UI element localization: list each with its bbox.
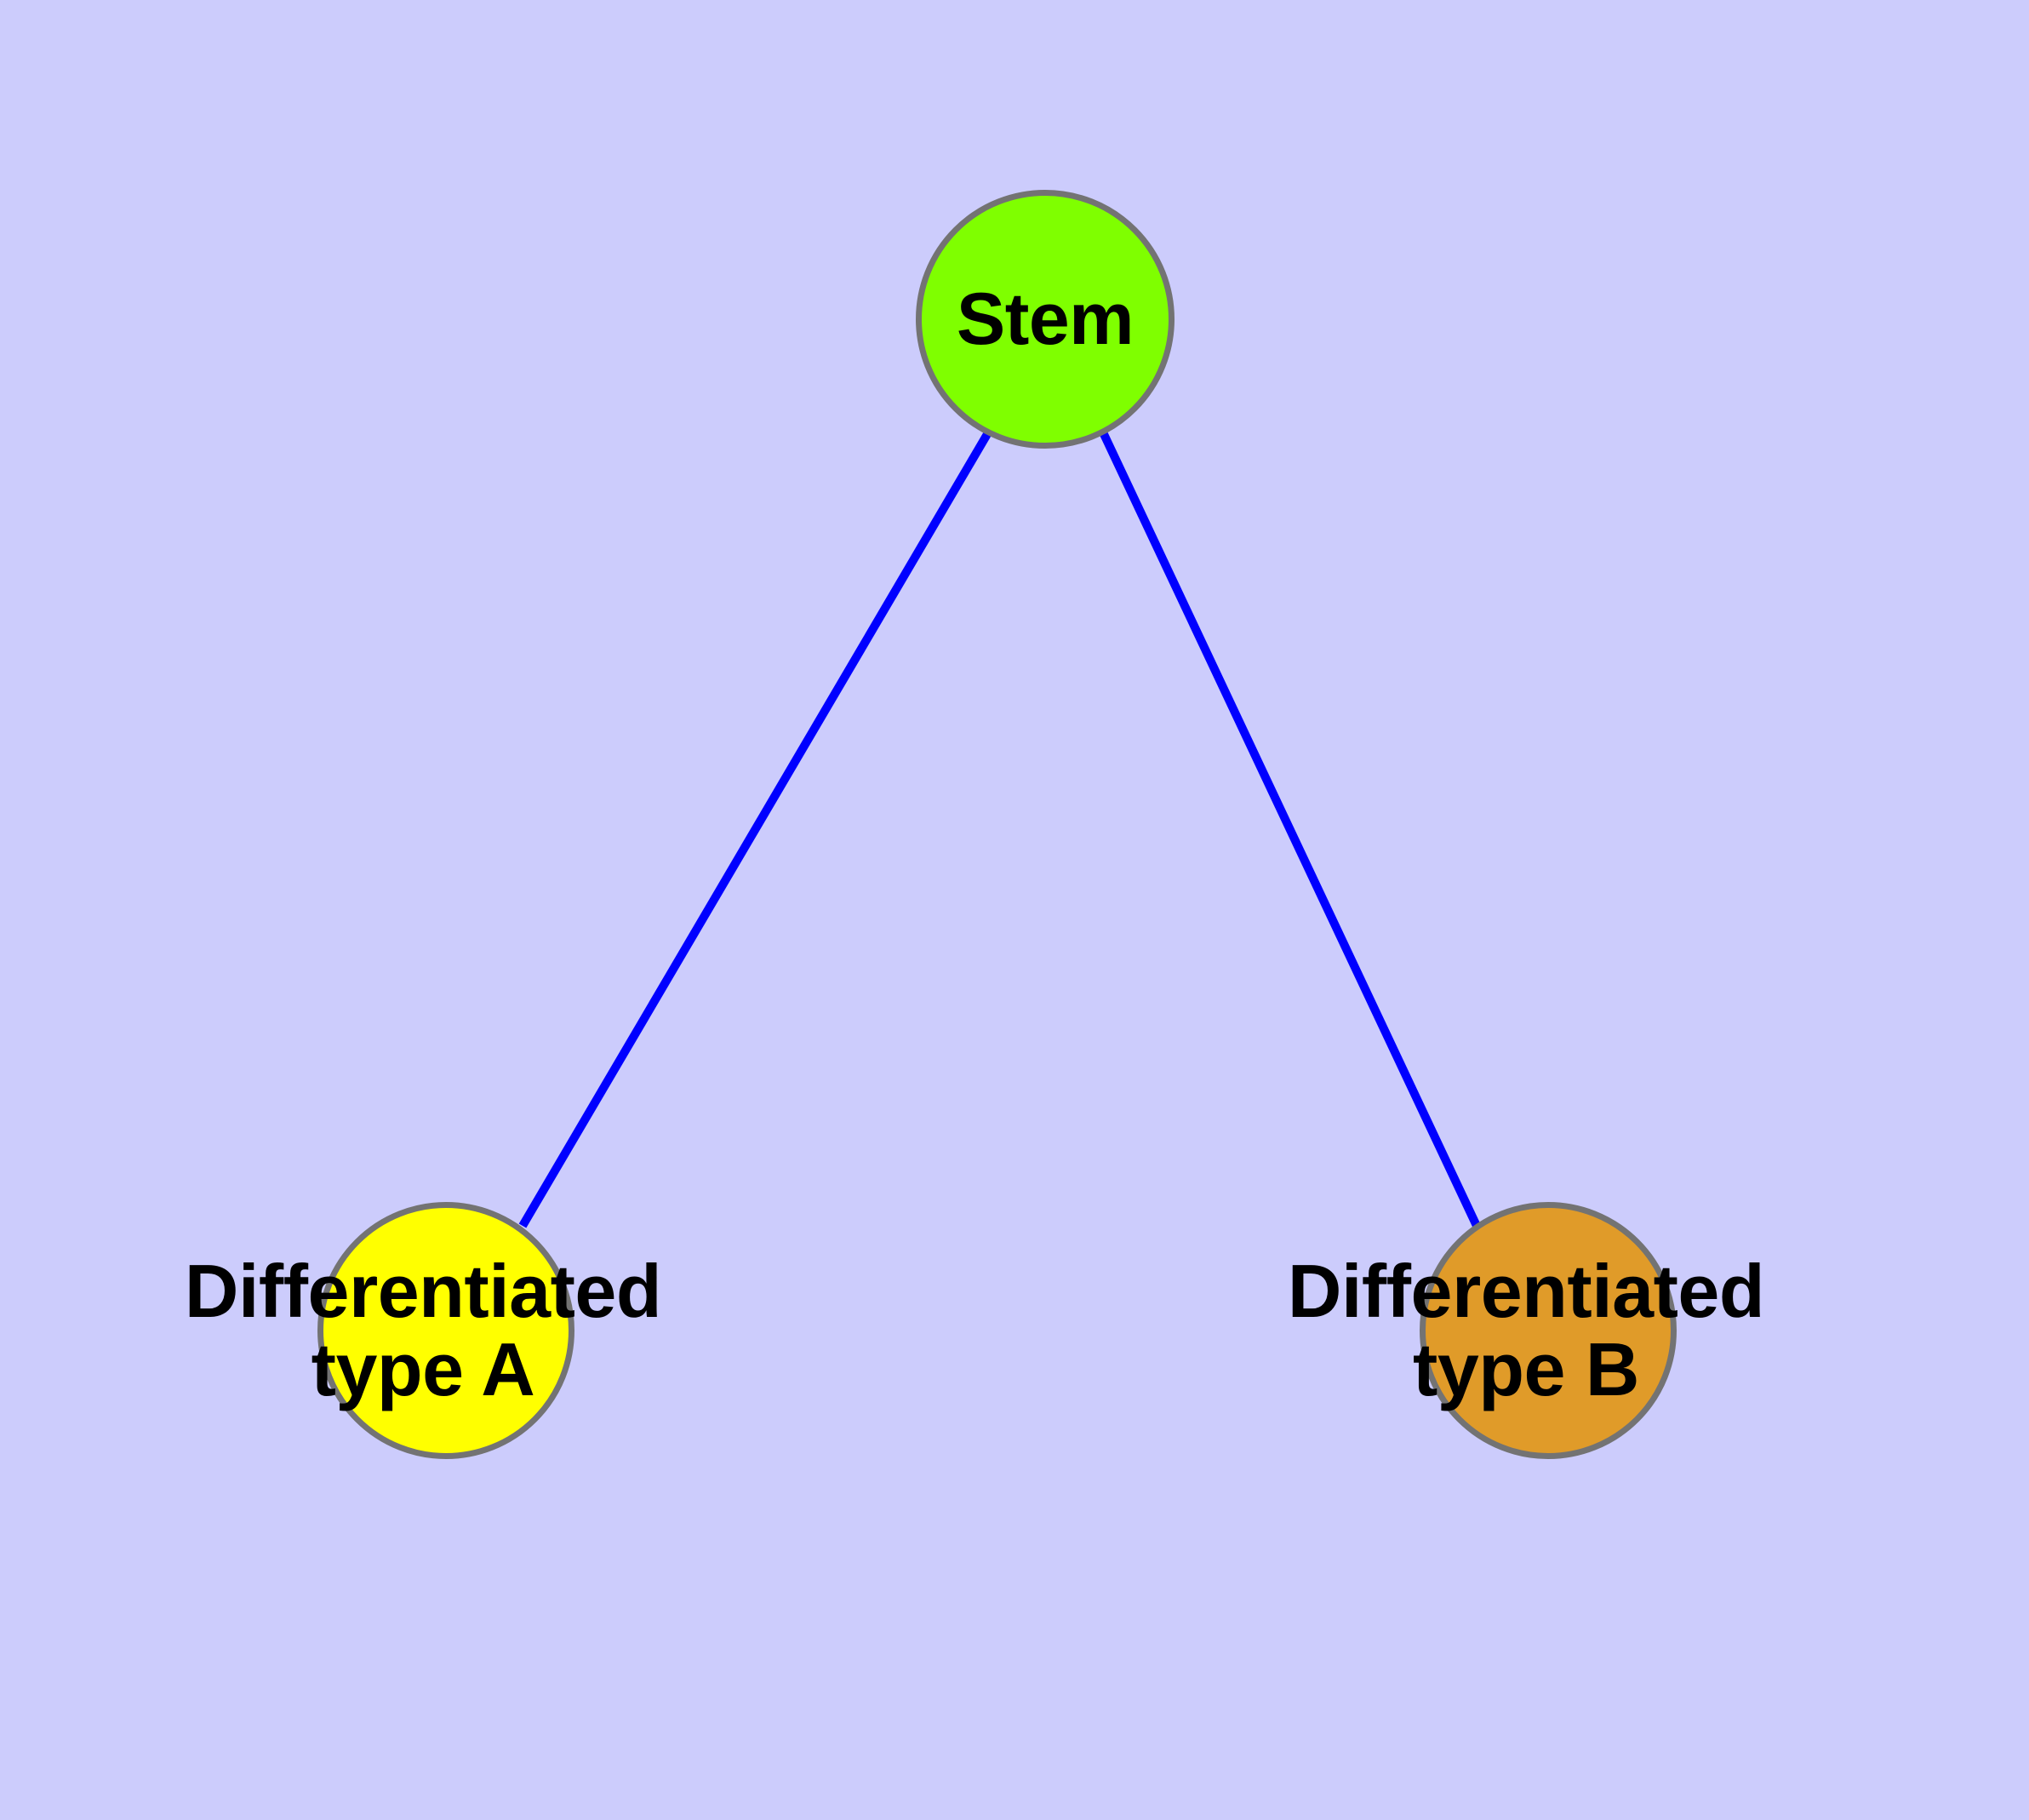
node-differentiated-type-b[interactable] — [1420, 1202, 1677, 1459]
edge-stem-to-differentiated-type-a[interactable] — [518, 432, 992, 1228]
edge-stem-to-differentiated-type-b[interactable] — [1100, 432, 1481, 1228]
node-differentiated-type-a[interactable] — [317, 1202, 574, 1459]
node-stem[interactable] — [916, 190, 1175, 449]
